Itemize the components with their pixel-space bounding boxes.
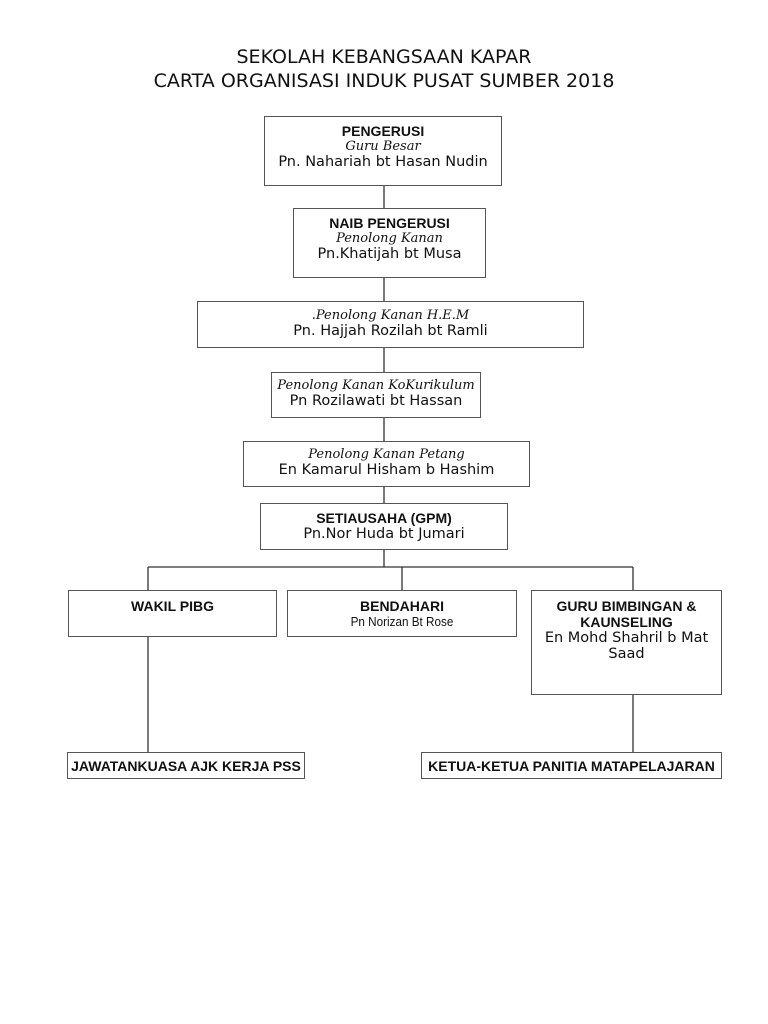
box-wakil-pibg: WAKIL PIBG xyxy=(68,590,277,637)
role: NAIB PENGERUSI xyxy=(329,215,450,231)
person-name: Pn Rozilawati bt Hassan xyxy=(289,393,463,409)
school-title: SEKOLAH KEBANGSAAN KAPAR xyxy=(236,46,532,68)
box-jawatankuasa-ajk: JAWATANKUASA AJK KERJA PSS xyxy=(67,752,305,779)
person-name: Pn.Nor Huda bt Jumari xyxy=(303,526,465,542)
person-name: Pn Norizan Bt Rose xyxy=(350,614,454,629)
person-name: En Kamarul Hisham b Hashim xyxy=(278,462,495,478)
box-naib-pengerusi: NAIB PENGERUSI Penolong Kanan Pn.Khatija… xyxy=(293,208,486,278)
person-name: Pn. Nahariah bt Hasan Nudin xyxy=(278,154,488,170)
chart-title: CARTA ORGANISASI INDUK PUSAT SUMBER 2018 xyxy=(153,70,615,92)
position: Penolong Kanan xyxy=(336,231,443,246)
person-name: En Mohd Shahril b Mat Saad xyxy=(544,630,709,662)
role: SETIAUSAHA (GPM) xyxy=(316,510,452,526)
role: BENDAHARI xyxy=(360,598,444,614)
box-pk-petang: Penolong Kanan Petang En Kamarul Hisham … xyxy=(243,441,530,487)
box-ketua-panitia: KETUA-KETUA PANITIA MATAPELAJARAN xyxy=(421,752,722,779)
role: JAWATANKUASA AJK KERJA PSS xyxy=(71,758,301,774)
position: Guru Besar xyxy=(345,139,421,154)
position: .Penolong Kanan H.E.M xyxy=(311,308,470,323)
role: KETUA-KETUA PANITIA MATAPELAJARAN xyxy=(428,758,715,774)
box-pk-hem: .Penolong Kanan H.E.M Pn. Hajjah Rozilah… xyxy=(197,301,584,348)
person-name: Pn.Khatijah bt Musa xyxy=(317,246,462,262)
role: GURU BIMBINGAN & KAUNSELING xyxy=(556,598,697,630)
person-name: Pn. Hajjah Rozilah bt Ramli xyxy=(293,323,488,339)
box-pengerusi: PENGERUSI Guru Besar Pn. Nahariah bt Has… xyxy=(264,116,502,186)
position: Penolong Kanan KoKurikulum xyxy=(277,378,475,393)
box-bendahari: BENDAHARI Pn Norizan Bt Rose xyxy=(287,590,517,637)
role: PENGERUSI xyxy=(341,123,425,139)
box-guru-bimbingan: GURU BIMBINGAN & KAUNSELING En Mohd Shah… xyxy=(531,590,722,695)
role: WAKIL PIBG xyxy=(131,598,214,614)
box-pk-kokurikulum: Penolong Kanan KoKurikulum Pn Rozilawati… xyxy=(271,372,481,418)
box-setiausaha: SETIAUSAHA (GPM) Pn.Nor Huda bt Jumari xyxy=(260,503,508,550)
position: Penolong Kanan Petang xyxy=(308,447,465,462)
